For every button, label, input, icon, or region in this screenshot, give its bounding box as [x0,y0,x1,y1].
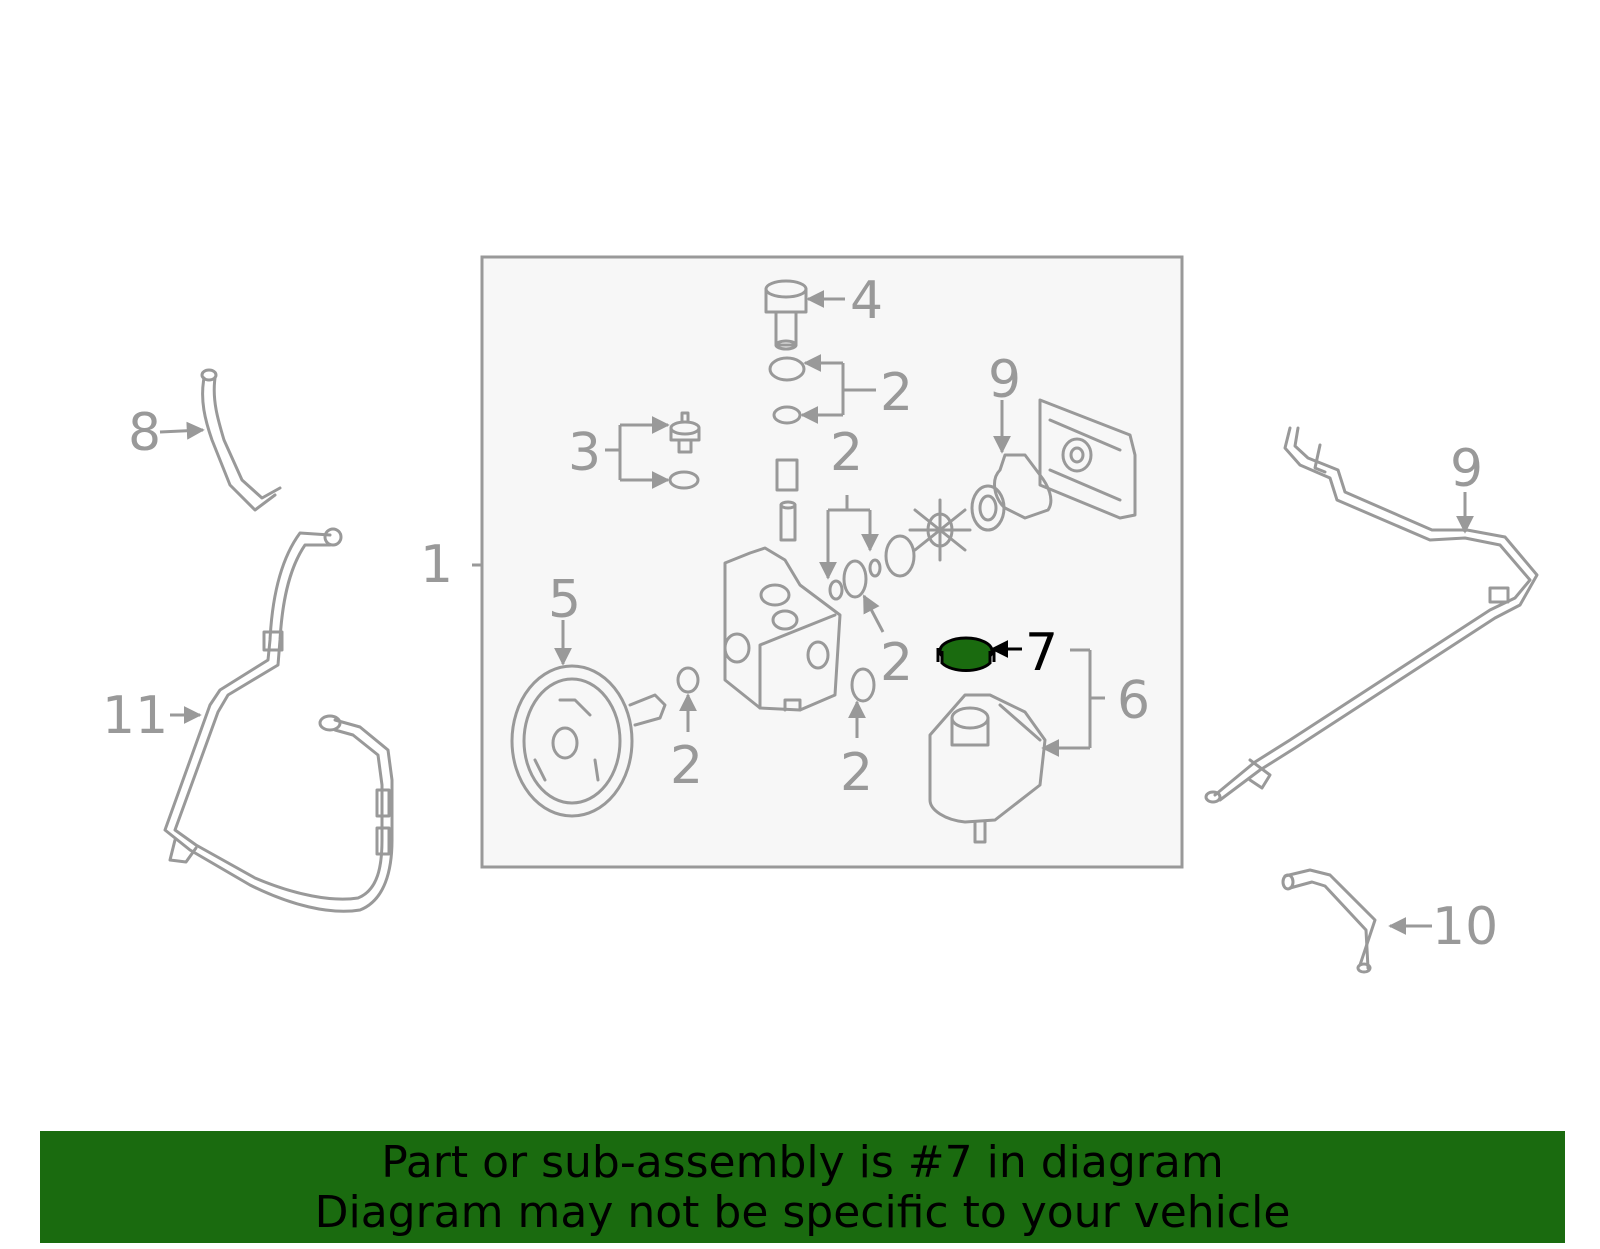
callout-3[interactable]: 3 [568,423,601,483]
banner-line-1: Part or sub-assembly is #7 in diagram [381,1137,1224,1188]
callout-1[interactable]: 1 [420,535,453,595]
part-6-reservoir[interactable] [928,693,1047,844]
pump-body [723,546,842,712]
part-4-fitting[interactable] [764,279,808,351]
callout-10[interactable]: 10 [1432,897,1498,957]
pump-plunger [775,458,799,542]
callout-6[interactable]: 6 [1117,671,1150,731]
part-5-pulley[interactable] [510,664,667,818]
part-2-oring-valve[interactable] [668,470,700,490]
callout-11[interactable]: 11 [102,686,168,746]
part-2-oring-c[interactable] [868,558,882,578]
callout-2-lower-mid[interactable]: 2 [840,743,873,803]
callout-2-mid[interactable]: 2 [880,633,913,693]
callout-8[interactable]: 8 [128,403,161,463]
info-banner: Part or sub-assembly is #7 in diagram Di… [40,1131,1565,1243]
callout-4[interactable]: 4 [850,271,883,331]
part-3-valve[interactable] [669,411,701,454]
callout-7[interactable]: 7 [1025,623,1058,683]
part-2-oring-lower[interactable] [772,405,802,425]
part-7-reservoir-cap[interactable] [936,636,996,672]
callout-2-center[interactable]: 2 [830,423,863,483]
part-8-hose[interactable] [200,368,282,512]
part-10-hose[interactable] [1281,868,1377,974]
part-2-oring-b[interactable] [842,559,868,599]
callout-2-top[interactable]: 2 [880,363,913,423]
assembly-box [480,255,1184,869]
part-11-hose[interactable] [163,527,394,913]
callout-9-inner[interactable]: 9 [988,350,1021,410]
pump-rear-cover [1038,398,1137,520]
part-2-seal-lower-left[interactable] [676,666,700,694]
part-2-oring-a[interactable] [828,579,844,601]
callout-2-lower-left[interactable]: 2 [670,736,703,796]
part-9-line[interactable] [1204,426,1539,804]
callout-5[interactable]: 5 [548,570,581,630]
callout-9-right[interactable]: 9 [1450,439,1483,499]
banner-line-2: Diagram may not be specific to your vehi… [314,1187,1291,1238]
